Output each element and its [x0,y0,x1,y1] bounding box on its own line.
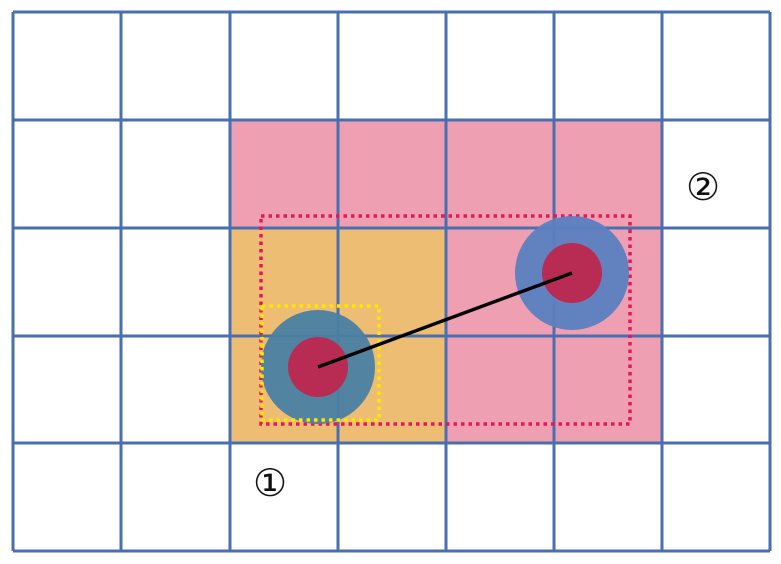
region-2-label: ② [686,165,720,209]
connector-line [317,271,573,369]
grid-lines [11,10,772,553]
red-dotted-box [259,214,632,426]
region-1-label: ① [253,461,287,505]
yellow-dotted-box [260,304,381,422]
